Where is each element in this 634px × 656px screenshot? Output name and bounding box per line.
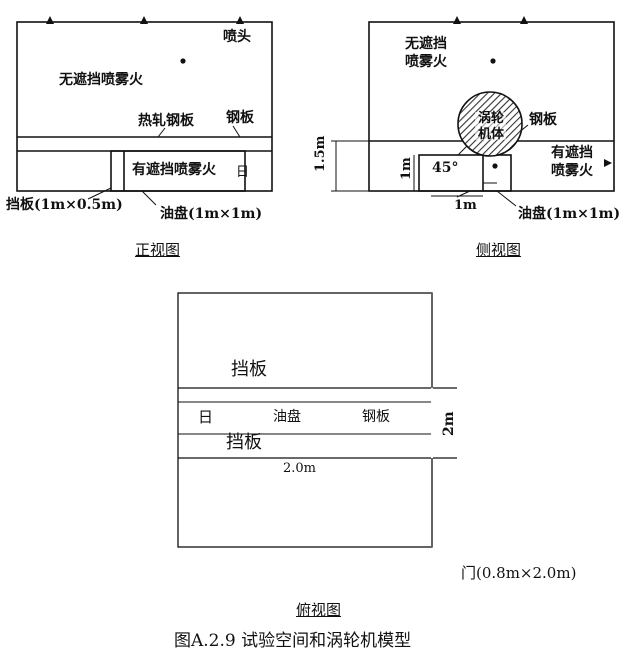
top-baffle-label: 挡板 — [231, 359, 267, 380]
shielded-fire-label: 有遮挡喷雾火 — [132, 162, 216, 178]
dim-width-label: 1m — [454, 198, 477, 213]
side-view-oil-pan — [418, 154, 512, 192]
figure-title: 图A.2.9 试验空间和涡轮机模型 — [174, 631, 412, 651]
top-view-drawing — [177, 292, 457, 548]
turbine-label-line2: 机体 — [478, 127, 505, 142]
side-steel-plate-label: 钢板 — [529, 112, 557, 128]
front-view-pointer-oil-pan — [141, 190, 157, 206]
dim-2m-label: 2m — [441, 411, 457, 436]
angle-label: 45° — [432, 160, 459, 176]
turbine-label-bg — [475, 112, 506, 140]
nozzle-direction-icon — [604, 159, 612, 167]
unshielded-fire-label: 无遮挡喷雾火 — [59, 72, 143, 88]
side-oil-pan-label: 油盘(1m×1m) — [518, 206, 621, 222]
front-view-pointer-hot-rolled — [157, 127, 166, 138]
front-view-baffle-marker: 日 — [236, 164, 249, 179]
turbine-label-line1: 涡轮 — [478, 111, 505, 126]
nozzle-label: 喷头 — [223, 29, 251, 45]
front-view-fire-point — [180, 58, 186, 64]
dim-oil-height-label: 1m — [399, 157, 414, 180]
top-view-room-outline — [177, 292, 433, 548]
side-shielded-fire-line1: 有遮挡 — [551, 145, 593, 161]
side-view-pointer-dim-1m — [456, 190, 471, 198]
top-baffle-bottom-label: 挡板 — [226, 432, 262, 453]
nozzle-icon — [140, 16, 148, 24]
side-view-pointer-oil-pan — [496, 190, 517, 207]
top-view-baffle-marker: 日 — [198, 409, 213, 426]
nozzle-icon — [236, 16, 244, 24]
hot-rolled-plate-label: 热轧钢板 — [138, 113, 194, 129]
side-view-fire-point — [490, 58, 496, 64]
side-view-caption: 侧视图 — [476, 241, 522, 259]
nozzle-icon — [520, 16, 528, 24]
side-unshielded-fire-line2: 喷雾火 — [405, 54, 447, 70]
baffle-label: 挡板(1m×0.5m) — [6, 197, 123, 213]
nozzle-icon — [46, 16, 54, 24]
steel-plate-label: 钢板 — [226, 110, 254, 126]
dim-height-label: 1.5m — [313, 135, 328, 172]
front-view-pointer-baffle — [87, 187, 112, 200]
top-view-caption: 俯视图 — [296, 601, 342, 619]
side-view-oil-pan-fire-point — [492, 163, 498, 169]
front-view-pointer-steel — [232, 125, 241, 138]
dim-width-2m-label: 2.0m — [283, 461, 317, 476]
top-oil-pan-label: 油盘 — [273, 409, 301, 425]
side-shielded-fire-line2: 喷雾火 — [551, 163, 593, 179]
side-unshielded-fire-line1: 无遮挡 — [405, 36, 447, 52]
side-view-nozzles — [453, 16, 612, 167]
side-view-drawing — [331, 21, 615, 207]
nozzle-icon — [453, 16, 461, 24]
front-view-oil-pan — [110, 150, 246, 192]
oil-pan-label: 油盘(1m×1m) — [160, 206, 263, 222]
top-steel-plate-label: 钢板 — [362, 409, 390, 425]
door-label: 门(0.8m×2.0m) — [461, 564, 577, 582]
front-view-nozzles — [46, 16, 244, 24]
front-view-caption: 正视图 — [135, 241, 181, 259]
